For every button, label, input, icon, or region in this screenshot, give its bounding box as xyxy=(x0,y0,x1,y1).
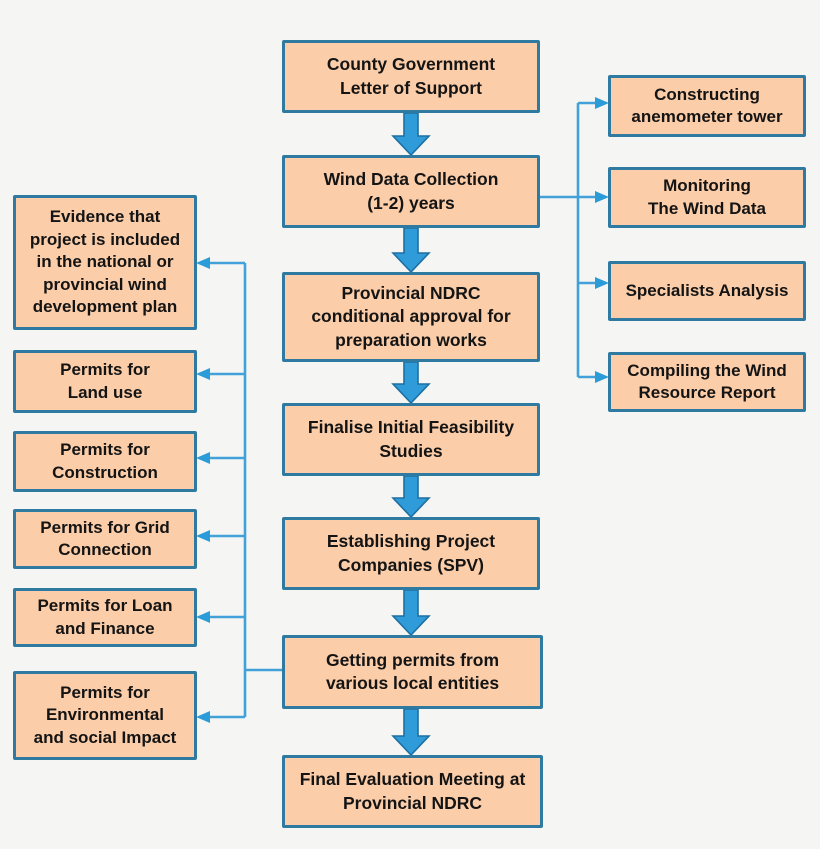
arrowhead-construction xyxy=(196,452,210,464)
flow-step-provincial-ndrc-conditional-approval: Provincial NDRC conditional approval for… xyxy=(282,272,540,362)
permit-box-grid-connection: Permits for Grid Connection xyxy=(13,509,197,569)
activity-box-specialists-analysis: Specialists Analysis xyxy=(608,261,806,321)
left-arrowheads xyxy=(196,257,210,723)
arrowhead-loan-finance xyxy=(196,611,210,623)
flow-step-establishing-project-companies: Establishing Project Companies (SPV) xyxy=(282,517,540,590)
arrowhead-environmental xyxy=(196,711,210,723)
permit-box-construction: Permits for Construction xyxy=(13,431,197,492)
thick-arrow-4 xyxy=(391,475,431,519)
arrowhead-land-use xyxy=(196,368,210,380)
thick-arrow-2 xyxy=(391,227,431,274)
thick-down-arrows xyxy=(391,112,431,757)
permit-box-land-use: Permits for Land use xyxy=(13,350,197,413)
arrowhead-compiling xyxy=(595,371,609,383)
right-arrowheads xyxy=(595,97,609,383)
permit-box-loan-finance: Permits for Loan and Finance xyxy=(13,588,197,647)
flow-step-getting-permits: Getting permits from various local entit… xyxy=(282,635,543,709)
arrowhead-monitoring xyxy=(595,191,609,203)
arrowhead-evidence xyxy=(196,257,210,269)
permit-box-environmental-social-impact: Permits for Environmental and social Imp… xyxy=(13,671,197,760)
flow-step-wind-data-collection: Wind Data Collection (1-2) years xyxy=(282,155,540,228)
activity-box-monitoring-wind-data: Monitoring The Wind Data xyxy=(608,167,806,228)
flow-step-county-government-letter: County Government Letter of Support xyxy=(282,40,540,113)
thick-arrow-1 xyxy=(391,112,431,157)
thick-arrow-5 xyxy=(391,589,431,637)
flow-step-finalise-feasibility-studies: Finalise Initial Feasibility Studies xyxy=(282,403,540,476)
arrowhead-specialists xyxy=(595,277,609,289)
thick-arrow-6 xyxy=(391,708,431,757)
arrowhead-grid-connection xyxy=(196,530,210,542)
flow-step-final-evaluation-meeting: Final Evaluation Meeting at Provincial N… xyxy=(282,755,543,828)
activity-box-compiling-wind-resource-report: Compiling the Wind Resource Report xyxy=(608,352,806,412)
left-branch-lines xyxy=(209,261,283,719)
activity-box-constructing-anemometer-tower: Constructing anemometer tower xyxy=(608,75,806,137)
thick-arrow-3 xyxy=(391,361,431,405)
arrowhead-constructing xyxy=(595,97,609,109)
permit-box-evidence-development-plan: Evidence that project is included in the… xyxy=(13,195,197,330)
right-branch-lines xyxy=(540,101,597,379)
